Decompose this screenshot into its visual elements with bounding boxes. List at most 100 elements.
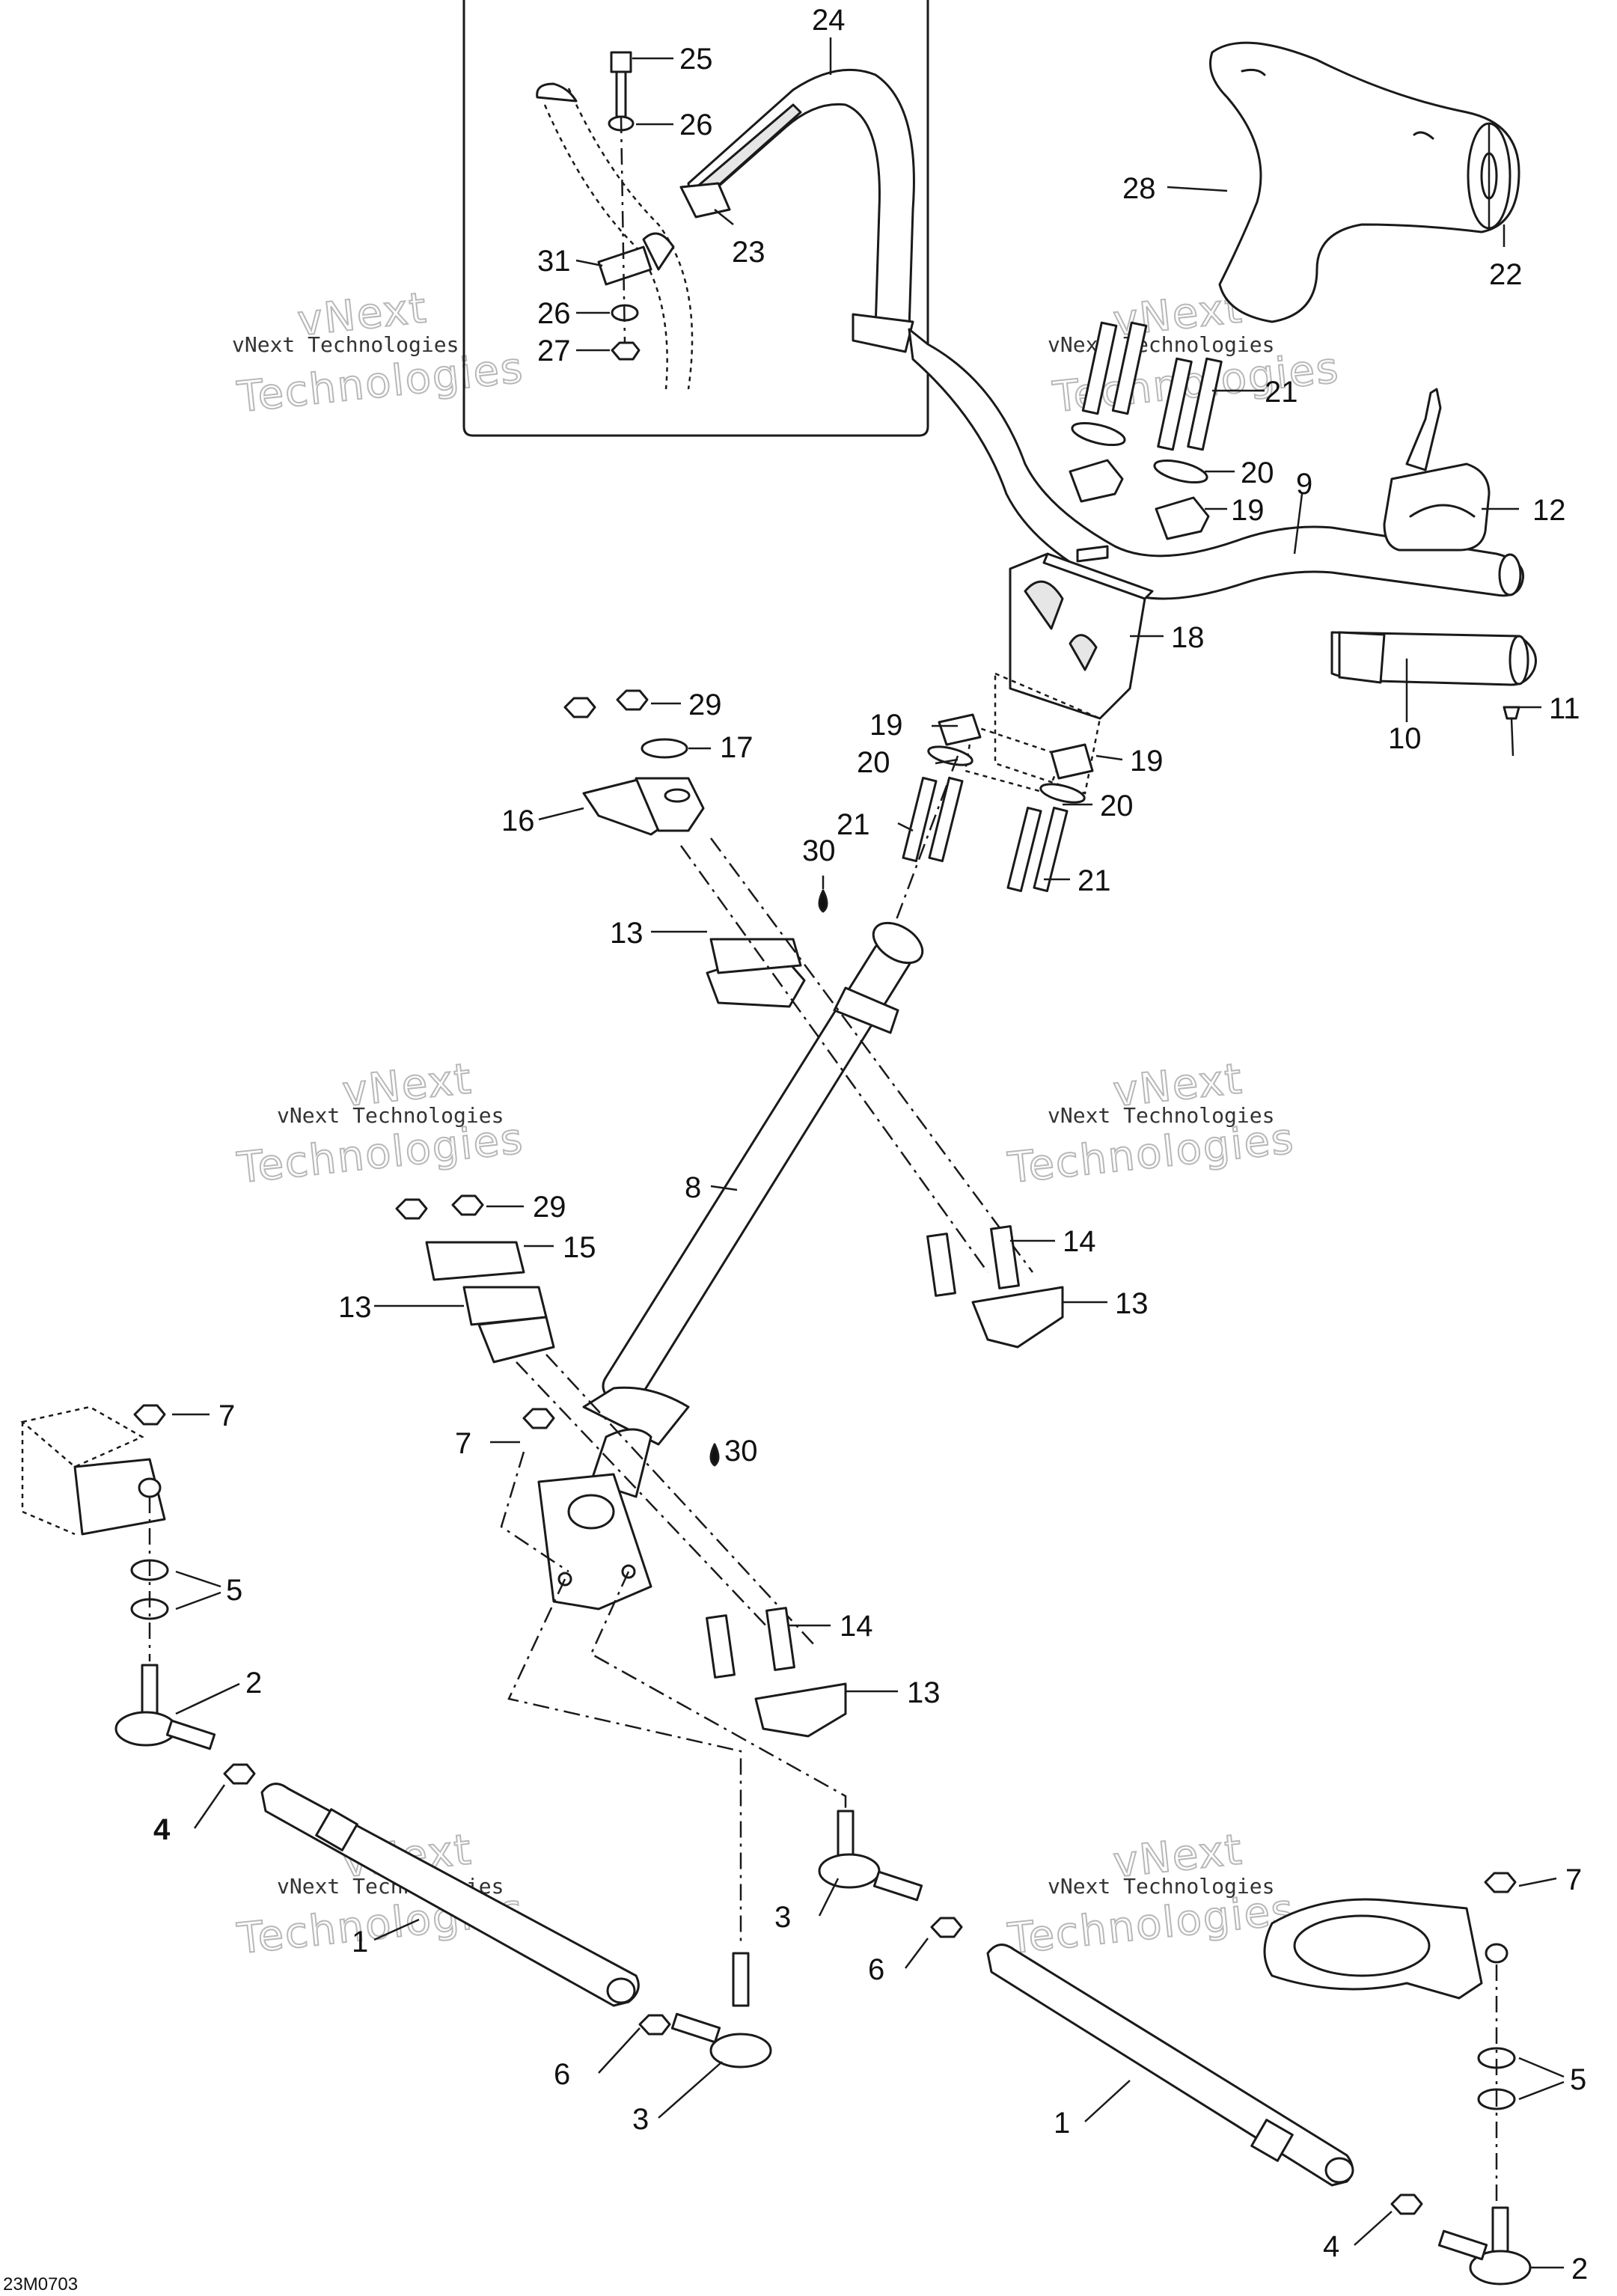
- callout-8: 8: [685, 1171, 701, 1204]
- callout-5-left: 5: [226, 1574, 242, 1607]
- ball-joint-3-center: [670, 1952, 772, 2068]
- callout-6-middle: 6: [868, 1953, 884, 1986]
- leader-lines: [172, 37, 1565, 2269]
- tie-rod-1-left: [260, 1783, 640, 2007]
- watermark-3: vNext Technologies vNext Technologies: [234, 1054, 527, 1194]
- callout-29-top: 29: [688, 689, 722, 721]
- lower-clamp-hardware: [889, 713, 1094, 936]
- sleeve-14-upper: [926, 1225, 1020, 1297]
- inset-box: [462, 0, 929, 437]
- clamp-13-middle: [462, 1286, 555, 1364]
- nut-29-d: [451, 1194, 484, 1216]
- callout-13-right: 13: [1115, 1287, 1149, 1320]
- watermark-1-line1: vNext Technologies: [232, 332, 459, 357]
- callout-9: 9: [1296, 468, 1312, 501]
- callout-14-upper: 14: [1063, 1225, 1096, 1258]
- nut-7-center: [522, 1408, 555, 1429]
- callout-19-left: 19: [869, 709, 903, 742]
- callout-12: 12: [1532, 494, 1566, 527]
- callout-30-upper: 30: [802, 834, 836, 867]
- callout-18: 18: [1171, 621, 1205, 654]
- steering-column-8: [582, 921, 924, 1498]
- rivet-11: [1503, 706, 1520, 757]
- callout-28: 28: [1122, 172, 1156, 205]
- watermark-6-line1: vNext Technologies: [1048, 1874, 1274, 1899]
- callout-17: 17: [720, 731, 754, 764]
- nut-29-b: [616, 689, 649, 711]
- ball-joint-2-right: [1437, 2206, 1532, 2286]
- nut-27: [611, 341, 641, 361]
- callout-14-lower: 14: [840, 1610, 873, 1643]
- callout-7-right: 7: [1565, 1863, 1582, 1896]
- lower-clamp-13-bottom: [754, 1682, 847, 1738]
- nut-29-a: [563, 697, 596, 718]
- callout-21-top: 21: [1265, 376, 1298, 409]
- guard-24: [687, 68, 915, 353]
- callout-25: 25: [679, 43, 713, 76]
- callout-3-middle: 3: [774, 1901, 791, 1934]
- callout-31: 31: [537, 245, 571, 278]
- nut-6-left: [638, 2014, 671, 2036]
- callout-1-right: 1: [1054, 2107, 1070, 2140]
- sleeve-14-lower: [706, 1607, 795, 1679]
- watermark-6: vNext Technologies vNext Technologies: [1005, 1825, 1297, 1964]
- washer-17: [641, 738, 688, 759]
- ball-joint-2-left: [114, 1664, 216, 1750]
- callout-26-lower: 26: [537, 297, 571, 330]
- handlebar-pad-28: [1209, 41, 1520, 323]
- callout-26-top: 26: [679, 109, 713, 141]
- callout-2-left: 2: [245, 1667, 262, 1700]
- grease-drop-icon-upper: [818, 889, 828, 913]
- callout-13-bottom: 13: [907, 1676, 941, 1709]
- callout-4-right: 4: [1323, 2230, 1339, 2263]
- callout-27: 27: [537, 335, 571, 367]
- callout-23: 23: [732, 236, 765, 269]
- ball-joint-3-middle: [818, 1810, 923, 1902]
- callout-10: 10: [1388, 722, 1422, 755]
- callout-2-right: 2: [1571, 2253, 1588, 2286]
- nut-7-left: [133, 1404, 166, 1426]
- callout-21-right: 21: [1078, 864, 1111, 897]
- watermark-2-line1: vNext Technologies: [1048, 332, 1274, 357]
- tie-rod-1-right: [986, 1944, 1354, 2187]
- plate-15: [425, 1241, 525, 1281]
- watermark-3-line1: vNext Technologies: [277, 1103, 504, 1128]
- nut-4-right: [1390, 2193, 1423, 2215]
- nut-29-c: [395, 1198, 428, 1220]
- callout-13-middle: 13: [338, 1291, 372, 1324]
- callout-24: 24: [812, 4, 846, 37]
- grease-drop-icon-lower: [709, 1443, 720, 1467]
- callout-16: 16: [501, 804, 535, 837]
- grip-10: [1330, 631, 1537, 686]
- clamp-31: [597, 245, 652, 286]
- top-clamp-hardware: [1069, 321, 1223, 540]
- upper-clamp-13: [706, 938, 806, 1008]
- nut-6-middle: [930, 1917, 963, 1938]
- callout-13-upper: 13: [610, 917, 644, 950]
- callout-19-top: 19: [1231, 494, 1265, 527]
- callout-29-middle: 29: [533, 1191, 566, 1224]
- callout-labels: 25 26 31 26 27 24 23 28 22 21 20 9 19 12…: [153, 4, 1588, 2286]
- callout-20-right: 20: [1100, 790, 1134, 822]
- callout-11: 11: [1549, 692, 1580, 725]
- watermark-4-line1: vNext Technologies: [1048, 1103, 1274, 1128]
- watermark-4: vNext Technologies vNext Technologies: [1005, 1054, 1297, 1194]
- strap-23: [679, 182, 731, 219]
- callout-19-right: 19: [1130, 745, 1164, 778]
- callout-21-left: 21: [837, 808, 870, 841]
- callout-4-left: 4: [153, 1813, 171, 1846]
- callout-3-bottom: 3: [632, 2103, 649, 2136]
- bolt-25: [610, 51, 632, 118]
- nut-4-left: [223, 1763, 256, 1785]
- callout-15: 15: [563, 1231, 596, 1264]
- callout-1-left: 1: [352, 1926, 368, 1958]
- nut-7-right: [1484, 1872, 1517, 1893]
- watermark-1: vNext Technologies vNext Technologies: [232, 283, 527, 423]
- drawing-code: 23M0703: [3, 2274, 78, 2295]
- callout-30-lower: 30: [724, 1435, 758, 1468]
- callout-6-left: 6: [554, 2058, 570, 2091]
- bracket-16: [582, 777, 705, 836]
- callout-7-center: 7: [455, 1427, 471, 1460]
- lower-clamp-13-right: [971, 1286, 1064, 1349]
